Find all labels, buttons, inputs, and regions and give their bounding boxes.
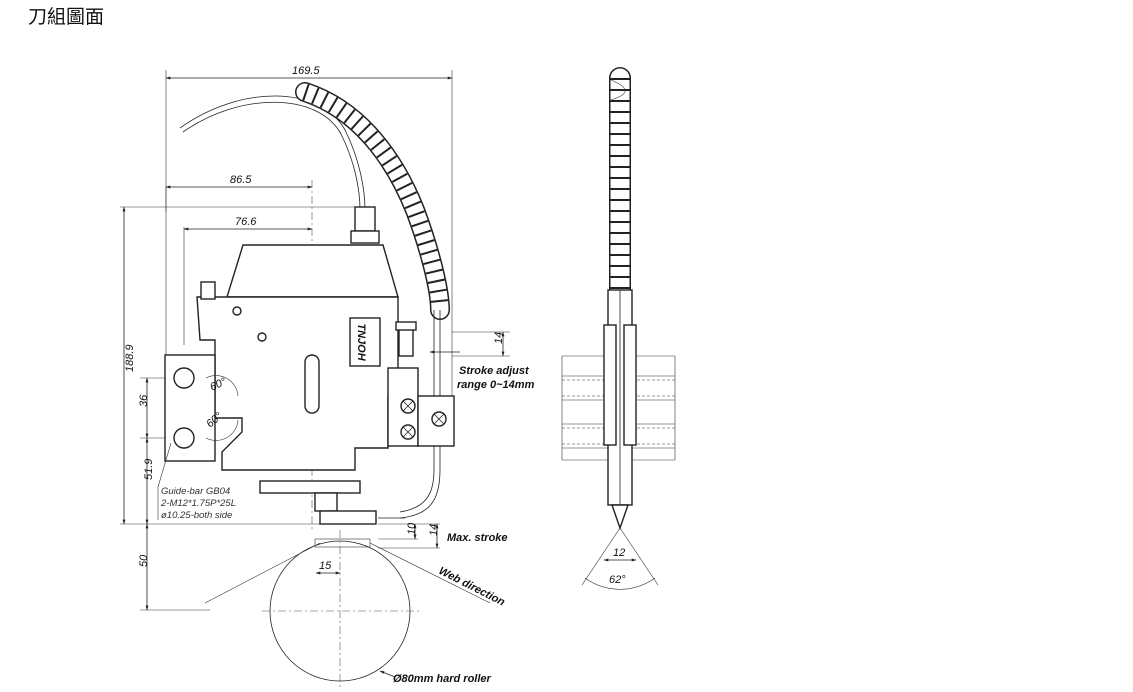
dim-max-stroke-a: 10 [406, 522, 418, 535]
side-view: 12 62° [561, 67, 676, 590]
brand-label: TNJOH [355, 323, 367, 361]
stroke-adjust-label-2: range 0~14mm [457, 379, 535, 391]
max-stroke-label: Max. stroke [447, 532, 508, 544]
dim-overall-height: 188.9 [124, 344, 136, 372]
dim-stroke-adjust: 14 [493, 332, 505, 344]
dim-overall-width: 169.5 [292, 65, 320, 77]
dim-width-86: 86.5 [230, 174, 252, 186]
stroke-adjust-label-1: Stroke adjust [459, 365, 530, 377]
dim-spacing-36: 36 [138, 394, 150, 407]
dim-width-76: 76.6 [235, 216, 257, 228]
spiral-hose [295, 82, 450, 320]
guide-bar-note-3: ø10.25-both side [161, 510, 232, 521]
front-view: TNJOH 60° 60° 14 Str [120, 65, 535, 690]
dim-max-stroke-b: 14 [428, 524, 440, 536]
guide-bar-note-1: Guide-bar GB04 [161, 486, 230, 497]
dim-roller-offset: 50 [138, 554, 150, 567]
guide-bar-note-2: 2-M12*1.75P*25L [160, 498, 236, 509]
dim-blade-angle: 62° [609, 574, 626, 586]
dim-blade-width: 12 [613, 547, 625, 559]
roller-label: Ø80mm hard roller [393, 673, 492, 685]
dim-roller: 15 [319, 560, 332, 572]
web-direction-label: Web direction [437, 565, 507, 609]
dim-height-51: 51.9 [143, 459, 155, 480]
page-title: 刀組圖面 [28, 6, 105, 28]
